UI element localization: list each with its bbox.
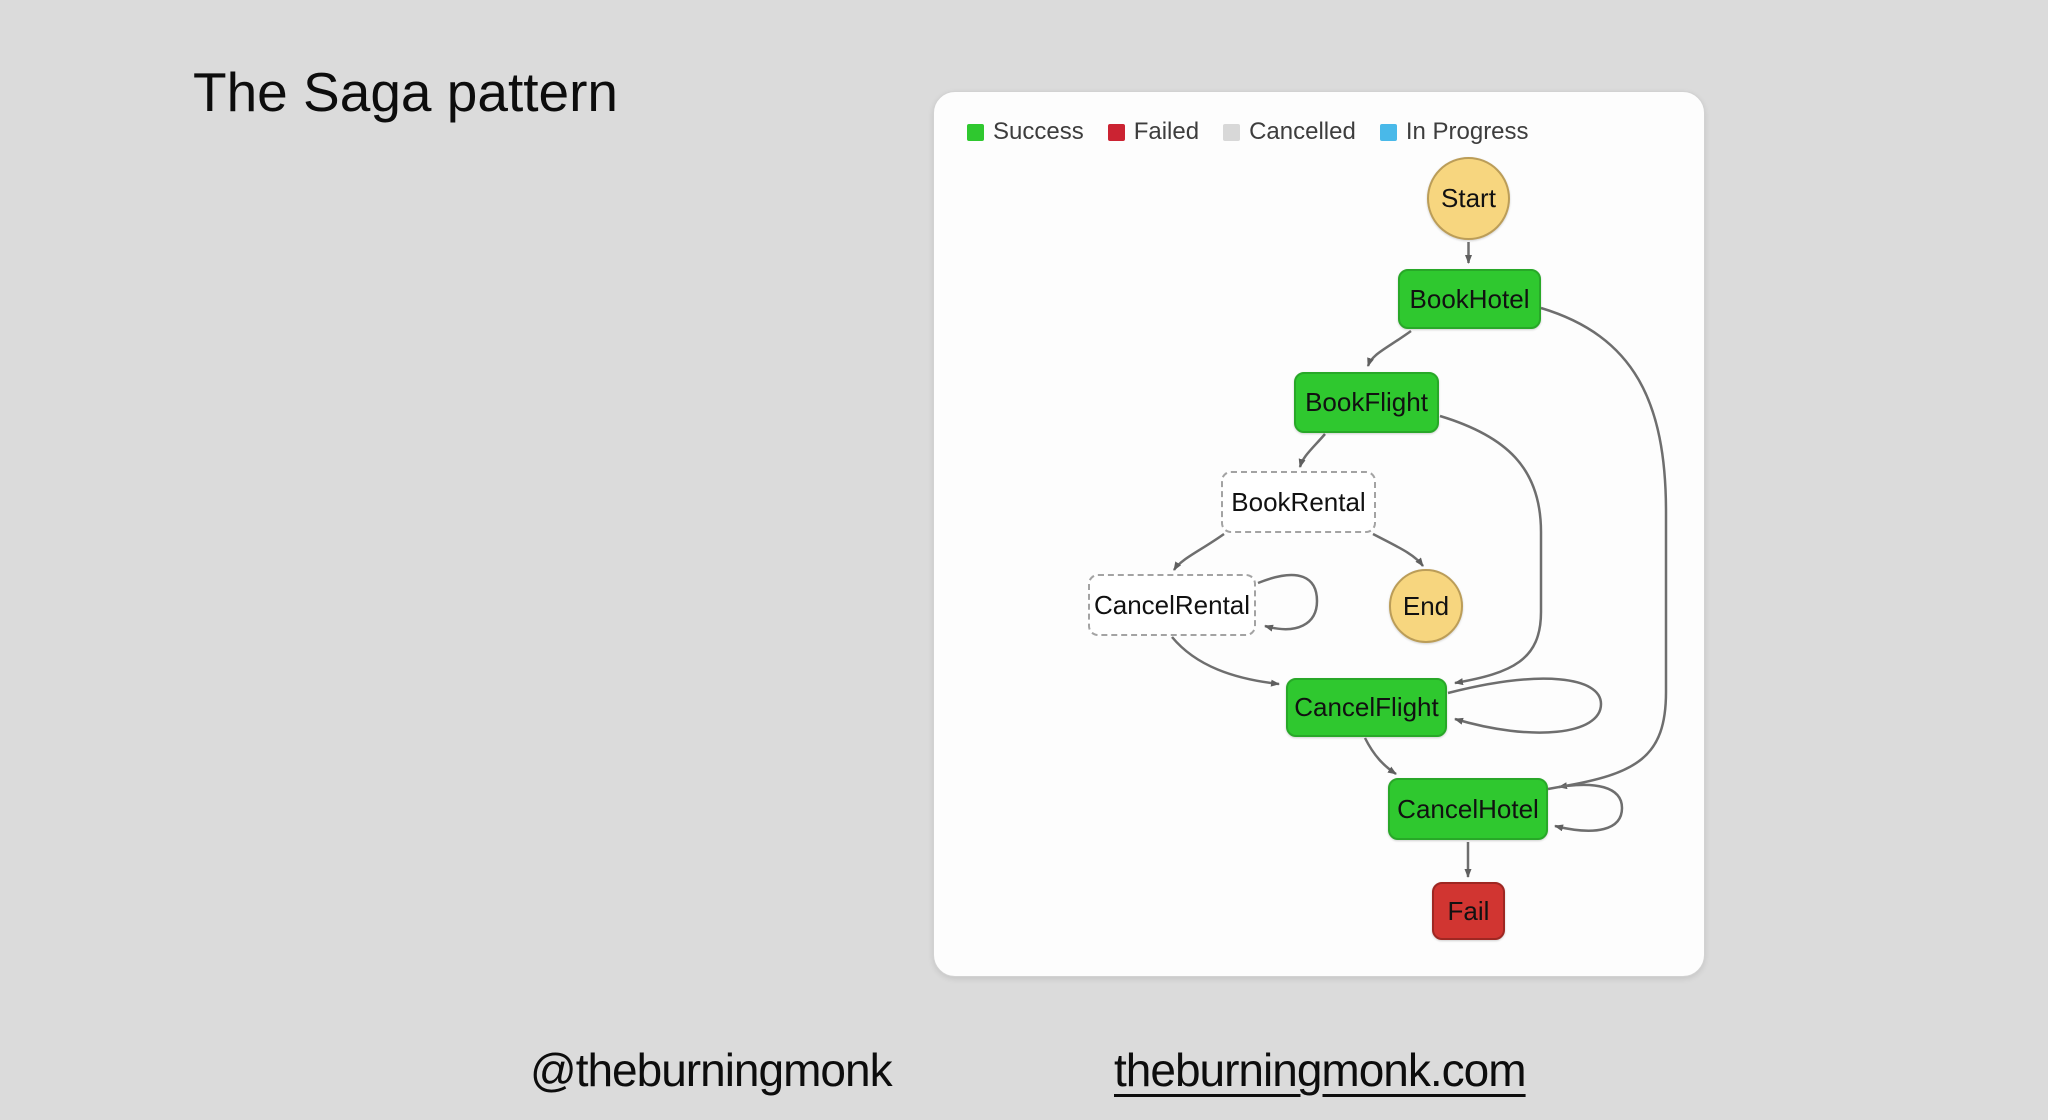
legend-item-in-progress: In Progress — [1379, 118, 1529, 146]
edge-cancelrental-cancelflight — [1171, 636, 1280, 687]
node-fail: Fail — [1432, 882, 1505, 940]
node-label: CancelFlight — [1294, 692, 1439, 722]
saga-diagram-edges — [1171, 242, 1668, 878]
page-title: The Saga pattern — [193, 61, 619, 123]
diagram-card: Success Failed Cancelled In Progress Sta… — [933, 91, 1705, 977]
edge-bookhotel-bookflight — [1366, 329, 1412, 367]
node-label: BookRental — [1231, 486, 1366, 517]
legend-label: In Progress — [1405, 118, 1529, 145]
edge-bookrental-cancelrental — [1172, 532, 1225, 571]
twitter-handle: @theburningmonk — [530, 1044, 893, 1096]
legend-item-failed: Failed — [1107, 118, 1200, 146]
edge-cancelrental-self-loop — [1257, 573, 1319, 632]
node-book-rental: BookRental — [1221, 471, 1376, 533]
edge-bookhotel-cancelhotel — [1540, 306, 1668, 790]
node-label: Start — [1441, 183, 1496, 213]
website-link[interactable]: theburningmonk.com — [1114, 1044, 1527, 1096]
edge-bookflight-bookrental — [1298, 433, 1326, 468]
legend-item-cancelled: Cancelled — [1223, 118, 1356, 146]
node-end: End — [1389, 569, 1463, 643]
success-swatch-icon — [967, 123, 984, 141]
node-book-flight: BookFlight — [1294, 372, 1439, 433]
edge-cancelflight-cancelhotel — [1363, 737, 1397, 776]
node-label: BookFlight — [1305, 387, 1428, 417]
edge-cancelhotel-self-loop — [1547, 783, 1624, 832]
edge-cancelflight-self-loop — [1447, 677, 1603, 734]
node-book-hotel: BookHotel — [1398, 269, 1541, 329]
node-label: BookHotel — [1409, 283, 1530, 314]
failed-swatch-icon — [1107, 123, 1125, 141]
cancelled-swatch-icon — [1223, 123, 1241, 141]
node-cancel-flight: CancelFlight — [1286, 678, 1447, 737]
node-label: End — [1402, 590, 1450, 621]
legend-label: Cancelled — [1249, 118, 1356, 145]
legend-label: Success — [993, 118, 1084, 145]
in-progress-swatch-icon — [1379, 123, 1397, 141]
legend: Success Failed Cancelled In Progress — [967, 118, 1529, 146]
node-start: Start — [1427, 157, 1510, 240]
legend-label: Failed — [1133, 118, 1200, 145]
node-label: CancelRental — [1093, 589, 1251, 620]
node-cancel-hotel: CancelHotel — [1388, 778, 1548, 840]
legend-item-success: Success — [967, 118, 1084, 146]
edge-bookrental-end — [1372, 532, 1424, 567]
node-cancel-rental: CancelRental — [1088, 574, 1256, 636]
node-label: Fail — [1447, 895, 1490, 926]
edge-bookflight-cancelflight — [1439, 414, 1543, 686]
node-label: CancelHotel — [1397, 793, 1539, 824]
